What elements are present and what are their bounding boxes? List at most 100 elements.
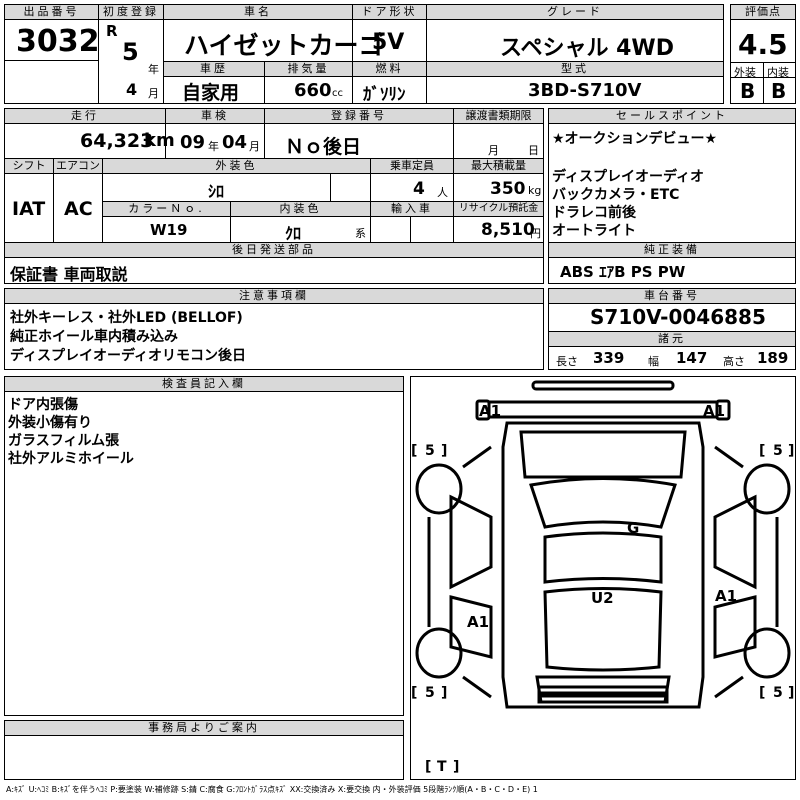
max-load-unit: kg (528, 184, 542, 197)
tire-rl: 5 (425, 685, 435, 701)
inspection-year: 09 (180, 132, 206, 153)
car-name: ハイゼットカーゴ (184, 31, 384, 60)
notes-box (4, 288, 544, 370)
lot-header: 出品番号 (5, 5, 98, 20)
door-value: 5V (372, 30, 405, 55)
svg-text:]: ] (788, 443, 794, 459)
fuel-value: ｶﾞｿﾘﾝ (363, 85, 406, 105)
shift-value: IAT (12, 198, 46, 220)
mark-front-right: A1 (703, 402, 725, 420)
chassis-header: 車台番号 (549, 289, 795, 304)
notes-line-1: 社外キーレス・社外LED (BELLOF) (10, 310, 243, 326)
tire-rr: 5 (773, 685, 783, 701)
top-section (4, 4, 724, 104)
mark-rear-right: A1 (715, 587, 737, 605)
mark-rear-left: A1 (467, 613, 489, 631)
height-value: 189 (757, 349, 789, 367)
car-name-header: 車名 (164, 5, 352, 20)
score-header: 評価点 (731, 5, 795, 20)
inspection-header: 車検 (166, 109, 264, 124)
ac-header: エアコン (54, 159, 102, 174)
int-score: B (771, 79, 787, 103)
mark-center: U2 (591, 589, 614, 607)
int-color-header: 内装色 (231, 202, 370, 217)
office-box (4, 720, 404, 780)
car-diagram: A1 A1 G U2 A1 A1 [5] [5] [5] [5] [T] (410, 376, 796, 780)
capacity-value: 4 (413, 179, 425, 199)
svg-text:[: [ (759, 685, 765, 701)
inspector-line-4: 社外アルミホイール (8, 451, 134, 467)
mark-front-left: A1 (479, 402, 501, 420)
color-no-header: カラーＮｏ. (103, 202, 230, 217)
sales-point-box (548, 108, 796, 284)
office-header: 事務局よりご案内 (5, 721, 403, 736)
sales-point-line-5: ドラレコ前後 (552, 205, 636, 221)
length-label: 長さ (556, 355, 578, 368)
sales-point-line-1: ★オークションデビュー★ (552, 131, 718, 147)
sales-point-line-3: ディスプレイオーディオ (552, 169, 705, 185)
svg-text:[: [ (425, 759, 431, 775)
displacement-header: 排気量 (265, 62, 352, 77)
equipment-value: ABS ｴｱB PS PW (560, 263, 686, 281)
recycle-value: 8,510 (481, 220, 535, 240)
svg-text:]: ] (441, 685, 447, 701)
tire-spare: T (437, 759, 447, 775)
mark-roof: G (627, 519, 639, 537)
inspection-month: 04 (222, 132, 248, 153)
notes-line-2: 純正ホイール車内積み込み (10, 329, 178, 345)
ext-color-header: 外装色 (103, 159, 370, 174)
history-value: 自家用 (182, 82, 240, 104)
transfer-day-unit: 日 (528, 144, 539, 157)
ext-score: B (740, 79, 756, 103)
mileage-unit: km (144, 130, 175, 151)
registration-value: Ｎｏ後日 (285, 136, 362, 158)
first-reg-month-unit: 月 (148, 87, 159, 100)
svg-text:]: ] (788, 685, 794, 701)
later-parts-value: 保証書 車両取説 (10, 265, 128, 284)
specs-header: 諸元 (549, 332, 795, 347)
grade-value: スペシャル 4WD (500, 36, 674, 61)
first-reg-month: 4 (126, 80, 138, 99)
notes-header: 注意事項欄 (5, 289, 543, 304)
int-color-unit: 系 (355, 227, 366, 240)
color-no-value: W19 (150, 221, 188, 239)
capacity-header: 乗車定員 (371, 159, 453, 174)
detail-section (4, 108, 544, 284)
capacity-unit: 人 (437, 186, 448, 199)
lot-number: 3032 (16, 24, 100, 59)
legend: A:ｷｽﾞ U:ﾍｺﾐ B:ｷｽﾞを伴うﾍｺﾐ P:要塗装 W:補修跡 S:錆 … (6, 785, 538, 794)
equipment-header: 純正装備 (549, 243, 795, 258)
chassis-value: S710V-0046885 (590, 305, 766, 329)
inspector-header: 検査員記入欄 (5, 377, 403, 392)
chassis-box (548, 288, 796, 370)
transfer-month-unit: 月 (488, 144, 499, 157)
svg-text:[: [ (411, 443, 417, 459)
int-score-label: 内装 (767, 66, 789, 79)
mileage-header: 走行 (5, 109, 165, 124)
inspection-year-unit: 年 (208, 140, 219, 153)
ac-value: AC (64, 198, 93, 220)
first-reg-year: 5 (122, 38, 139, 66)
ext-score-label: 外装 (734, 66, 756, 79)
svg-text:]: ] (453, 759, 459, 775)
max-load-value: 350 (490, 179, 526, 199)
sales-point-line-6: オートライト (552, 223, 636, 239)
registration-header: 登録番号 (265, 109, 453, 124)
inspector-line-1: ドア内張傷 (8, 397, 78, 413)
int-color-value: ｸﾛ (285, 224, 302, 243)
displacement-unit: cc (332, 88, 343, 99)
tire-fl: 5 (425, 443, 435, 459)
notes-line-3: ディスプレイオーディオリモコン後日 (10, 348, 247, 364)
later-parts-header: 後日発送部品 (5, 243, 543, 258)
displacement-value: 660 (294, 80, 332, 101)
inspector-box (4, 376, 404, 716)
svg-text:]: ] (441, 443, 447, 459)
height-label: 高さ (723, 355, 745, 368)
grade-header: グレード (427, 5, 723, 20)
import-header: 輸入車 (371, 202, 453, 217)
max-load-header: 最大積載量 (454, 159, 543, 174)
fuel-header: 燃料 (353, 62, 426, 77)
svg-text:[: [ (411, 685, 417, 701)
transfer-header: 譲渡書類期限 (454, 109, 543, 124)
score-value: 4.5 (738, 28, 788, 61)
